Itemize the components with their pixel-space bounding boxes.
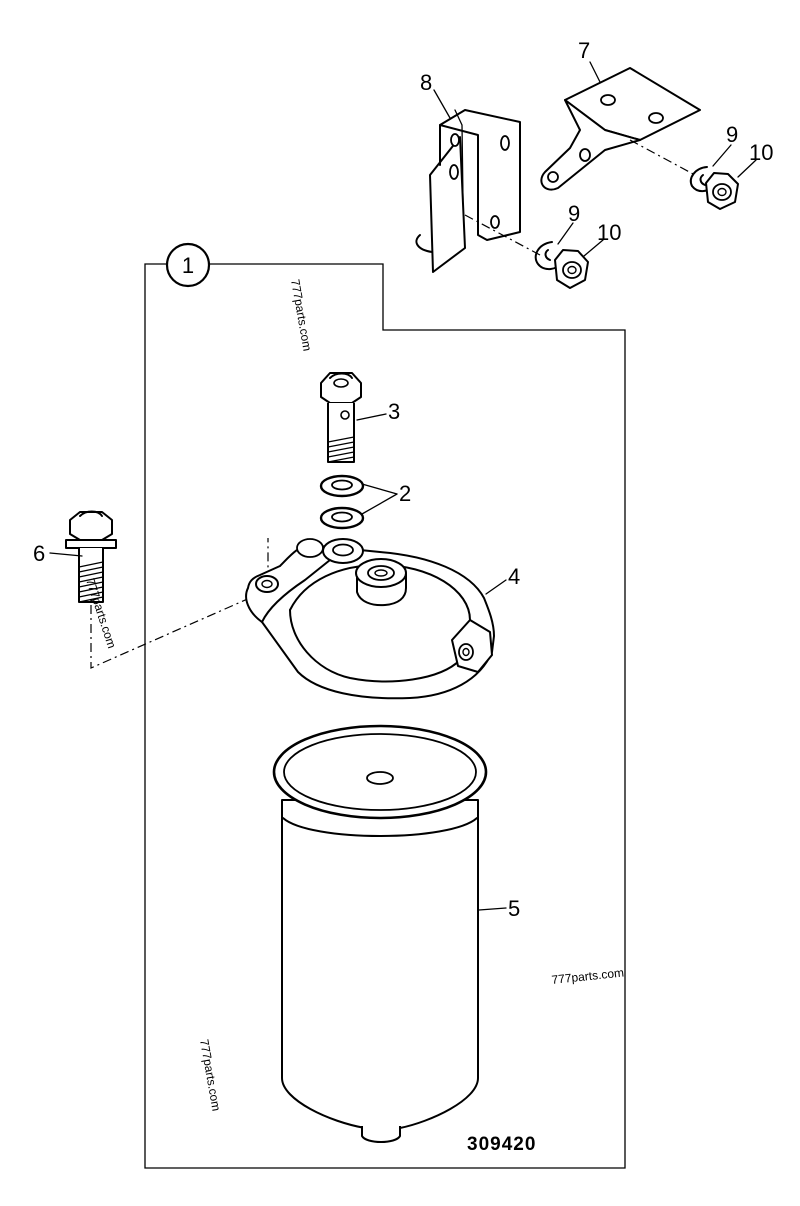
leader-7 xyxy=(589,61,601,83)
leader-5 xyxy=(478,907,507,911)
callout-7: 7 xyxy=(578,38,590,63)
leader-3 xyxy=(356,413,387,421)
leader-10-upper xyxy=(737,159,757,178)
callout-9-lower: 9 xyxy=(568,201,580,226)
sealing-washer-part-2-upper xyxy=(319,474,365,498)
callout-1-text: 1 xyxy=(182,253,194,278)
leader-10-lower xyxy=(583,239,604,257)
callout-3: 3 xyxy=(388,399,400,424)
bracket-7-fastener-axis xyxy=(629,139,696,176)
watermark-right: 777parts.com xyxy=(551,965,625,987)
assembly-boundary xyxy=(144,263,626,1169)
assembly-callout-1: 1 xyxy=(165,242,211,288)
leader-2-upper xyxy=(361,483,398,495)
bolt-6-axis xyxy=(90,538,269,669)
watermark-left: 777parts.com xyxy=(83,577,119,650)
filter-element-part-5 xyxy=(272,724,488,1143)
nut-part-10-lower xyxy=(554,249,589,289)
bracket-part-8 xyxy=(415,109,521,273)
sealing-washer-part-2-lower xyxy=(319,506,365,530)
filter-head-part-4 xyxy=(245,538,495,700)
watermark-bottom: 777parts.com xyxy=(197,1038,223,1112)
callout-2: 2 xyxy=(399,481,411,506)
callout-10-upper: 10 xyxy=(749,140,773,165)
nut-part-10-upper xyxy=(705,172,739,210)
leader-2-lower xyxy=(361,493,398,515)
callout-4: 4 xyxy=(508,564,520,589)
leader-8 xyxy=(433,89,451,119)
callout-8: 8 xyxy=(420,70,432,95)
leader-9-lower xyxy=(557,222,574,245)
drawing-code: 309420 xyxy=(467,1134,536,1155)
callout-6: 6 xyxy=(33,541,45,566)
bracket-part-7 xyxy=(540,67,701,191)
callout-5: 5 xyxy=(508,896,520,921)
leader-6 xyxy=(49,552,83,557)
watermark-top: 777parts.com xyxy=(288,278,314,352)
bracket-8-fastener-axis xyxy=(464,214,541,256)
leader-9-upper xyxy=(712,144,732,167)
banjo-bolt-part-3 xyxy=(320,372,362,463)
callout-10-lower: 10 xyxy=(597,220,621,245)
leader-4 xyxy=(485,579,507,595)
callout-9-upper: 9 xyxy=(726,122,738,147)
mounting-bolt-part-6 xyxy=(65,510,117,603)
